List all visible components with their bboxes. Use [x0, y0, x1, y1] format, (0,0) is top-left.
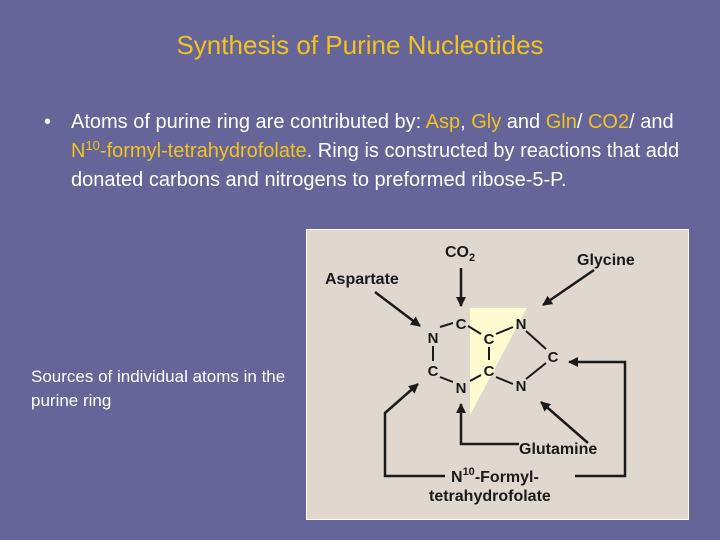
bullet-text-3: and [501, 111, 546, 133]
glycine-arrow [542, 268, 595, 307]
atom-c-ring-top: C [484, 331, 495, 348]
slide-title: Synthesis of Purine Nucleotides [176, 30, 544, 60]
purine-diagram: C N C N C C N C N CO2 Aspartate Glycine … [306, 229, 689, 520]
gly-highlight: Gly [471, 111, 502, 133]
bullet-point: • Atoms of purine ring are contributed b… [44, 108, 704, 195]
figure-caption: Sources of individual atoms in the purin… [31, 367, 286, 410]
formyl-arrow-left [383, 383, 445, 478]
thf-label: tetrahydrofolate [429, 488, 551, 505]
bullet-text-4: / [576, 111, 588, 133]
glycine-label: Glycine [577, 252, 635, 269]
aspartate-arrow [374, 291, 421, 327]
glycine-highlight-region [470, 308, 527, 415]
bullet-text-6: . Ring is constructed by reactions that … [71, 140, 680, 191]
formyl-arrow-right [568, 357, 627, 478]
atom-n-bottom-right: N [516, 378, 527, 395]
co2-highlight: CO2 [587, 111, 630, 133]
atom-n-left: N [428, 330, 439, 347]
glutamine-arrow-right [540, 401, 589, 444]
glutamine-label: Glutamine [519, 441, 597, 458]
bullet-text-1: Atoms of purine ring are contributed by: [71, 111, 426, 133]
atom-c-top: C [456, 316, 467, 333]
atom-c-right: C [548, 349, 559, 366]
co2-label: CO2 [445, 244, 475, 264]
bullet-text: Atoms of purine ring are contributed by:… [71, 108, 704, 195]
atom-c-ring-bottom: C [484, 363, 495, 380]
arrows [374, 268, 627, 478]
atom-c-left: C [428, 363, 439, 380]
n10-highlight: N10-formyl-tetrahydrofolate [71, 138, 307, 162]
purine-diagram-svg: C N C N C C N C N CO2 Aspartate Glycine … [325, 244, 635, 505]
glutamine-arrow [456, 403, 519, 446]
gln-highlight: Gln [545, 111, 577, 133]
aspartate-label: Aspartate [325, 271, 399, 288]
atom-n-bottom: N [456, 380, 467, 397]
formyl-label: N10-Formyl- [451, 466, 539, 486]
bullet-text-5: / and [629, 111, 674, 133]
bullet-marker: • [44, 111, 52, 133]
ring-bonds [432, 322, 547, 385]
atom-n-top-right: N [516, 316, 527, 333]
bullet-text-2: , [460, 111, 472, 133]
asp-highlight: Asp [425, 111, 461, 133]
